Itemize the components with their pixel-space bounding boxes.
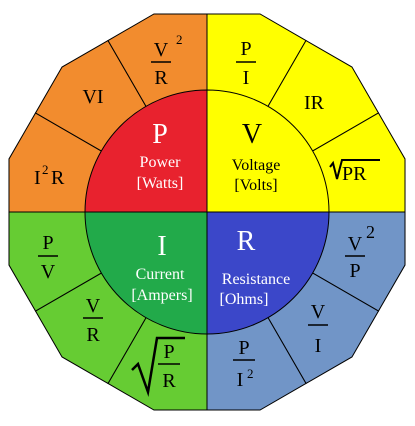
voltage-unit: [Volts] (234, 177, 277, 194)
voltage-quadrant (206, 89, 330, 213)
formula-sqrtpr-text: PR (342, 163, 367, 185)
formula-sqrtpr-num: P (163, 341, 174, 363)
voltage-label: V Voltage [Volts] (232, 119, 281, 194)
formula-pi2-den: I (237, 369, 244, 391)
formula-ir: IR (304, 92, 325, 114)
resistance-name: Resistance (222, 271, 290, 288)
formula-v2p-exp: 2 (366, 222, 375, 242)
power-letter: P (152, 119, 168, 150)
current-quadrant (84, 211, 208, 335)
formula-sqrt-p-over-r: P R (131, 336, 185, 397)
voltage-name: Voltage (232, 157, 281, 174)
current-label: I Current [Ampers] (131, 231, 192, 304)
formula-v2r-den: R (154, 67, 168, 89)
formula-i2r-tail: R (51, 167, 65, 189)
power-label: P Power [Watts] (137, 119, 184, 192)
formula-vr-den: R (86, 324, 100, 346)
formula-p-over-i: P I (236, 38, 256, 89)
inner-quadrants (84, 89, 330, 335)
formula-v2p-den: P (349, 260, 360, 282)
formula-i2r-base: I (34, 167, 41, 189)
formula-pi2-exp: 2 (247, 366, 254, 381)
power-quadrant (84, 89, 208, 213)
formula-vi2-den: I (315, 335, 322, 357)
formula-v-over-i: V I (308, 301, 328, 357)
current-unit: [Ampers] (131, 287, 192, 304)
formula-pi-den: I (243, 67, 250, 89)
current-name: Current (136, 266, 185, 283)
voltage-letter: V (242, 119, 262, 150)
formula-v2r-exp: 2 (176, 32, 183, 47)
formula-pv-den: V (41, 261, 56, 283)
formula-vr-num: V (86, 295, 101, 317)
formula-v2p-num: V (348, 233, 363, 255)
formula-v2r-num: V (154, 39, 169, 61)
resistance-label: R Resistance [Ohms] (220, 226, 291, 308)
formula-pv-num: P (42, 232, 53, 254)
formula-vi2-num: V (311, 301, 326, 323)
power-name: Power (140, 154, 182, 171)
formula-sqrt-pr: PR (329, 159, 380, 185)
formula-i2r-exp: 2 (42, 162, 49, 177)
resistance-unit: [Ohms] (220, 291, 269, 308)
formula-v2-over-r: V 2 R (151, 32, 183, 89)
formula-p-over-v: P V (38, 232, 58, 283)
formula-sqrtpr-den: R (162, 370, 176, 392)
formula-v-over-r: V R (83, 295, 103, 346)
formula-i2r: I 2 R (34, 162, 65, 189)
sqrt-pr-radical (329, 159, 380, 180)
sqrt-pr-frac-radical (131, 336, 185, 397)
formula-v2-over-p: V 2 P (345, 222, 375, 282)
formula-p-over-i2: P I 2 (233, 337, 255, 391)
formula-vi: VI (82, 86, 103, 108)
formula-pi2-num: P (238, 337, 249, 359)
power-unit: [Watts] (137, 175, 184, 192)
resistance-letter: R (237, 226, 256, 257)
resistance-quadrant (206, 211, 330, 335)
formula-pi-num: P (240, 38, 251, 60)
current-letter: I (157, 231, 166, 262)
